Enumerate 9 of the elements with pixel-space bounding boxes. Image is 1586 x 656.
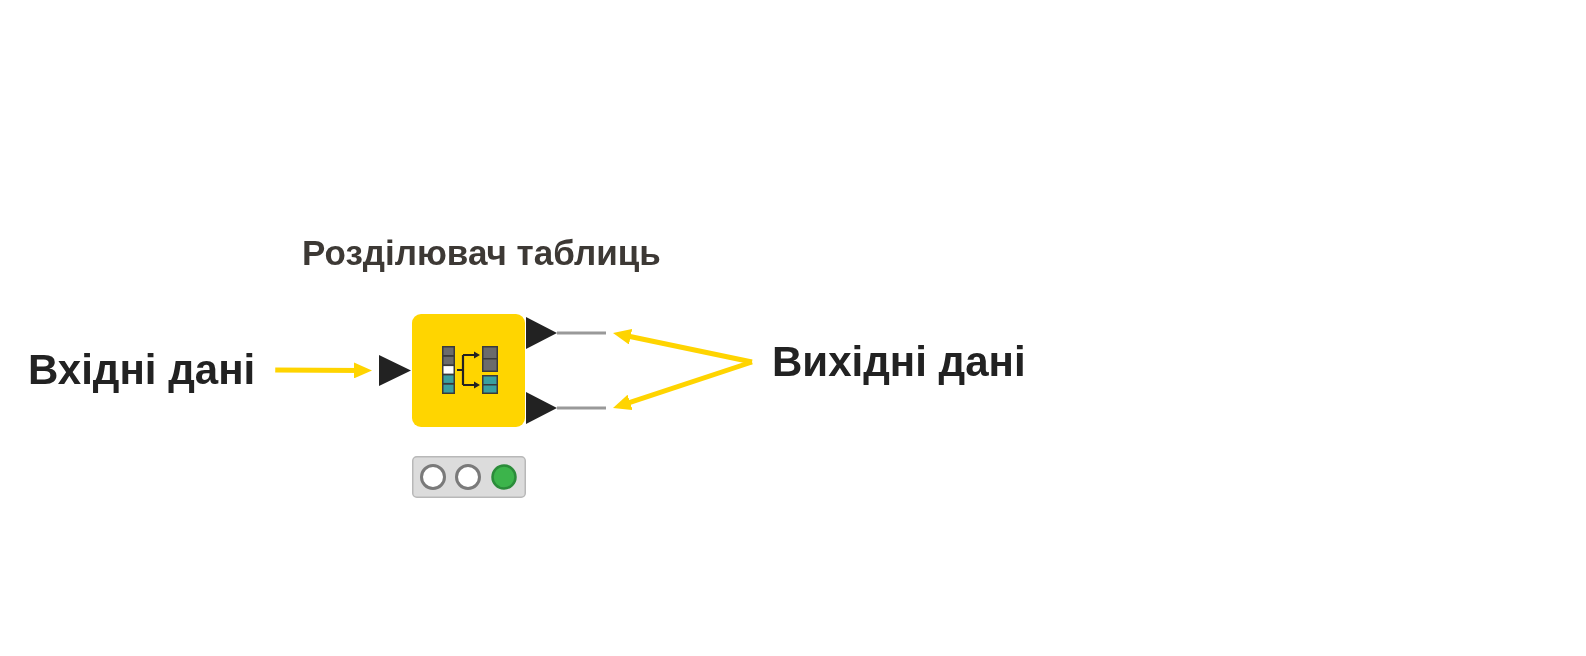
input-port [379, 355, 411, 386]
node-title: Розділювач таблиць [302, 232, 661, 274]
arrow [275, 362, 372, 379]
text-label: Вхідні дані [28, 346, 256, 394]
arrow [613, 359, 753, 410]
arrow [613, 328, 753, 365]
text-label: Вихідні дані [772, 338, 1026, 386]
output-port [526, 392, 606, 424]
output-port [526, 317, 606, 349]
